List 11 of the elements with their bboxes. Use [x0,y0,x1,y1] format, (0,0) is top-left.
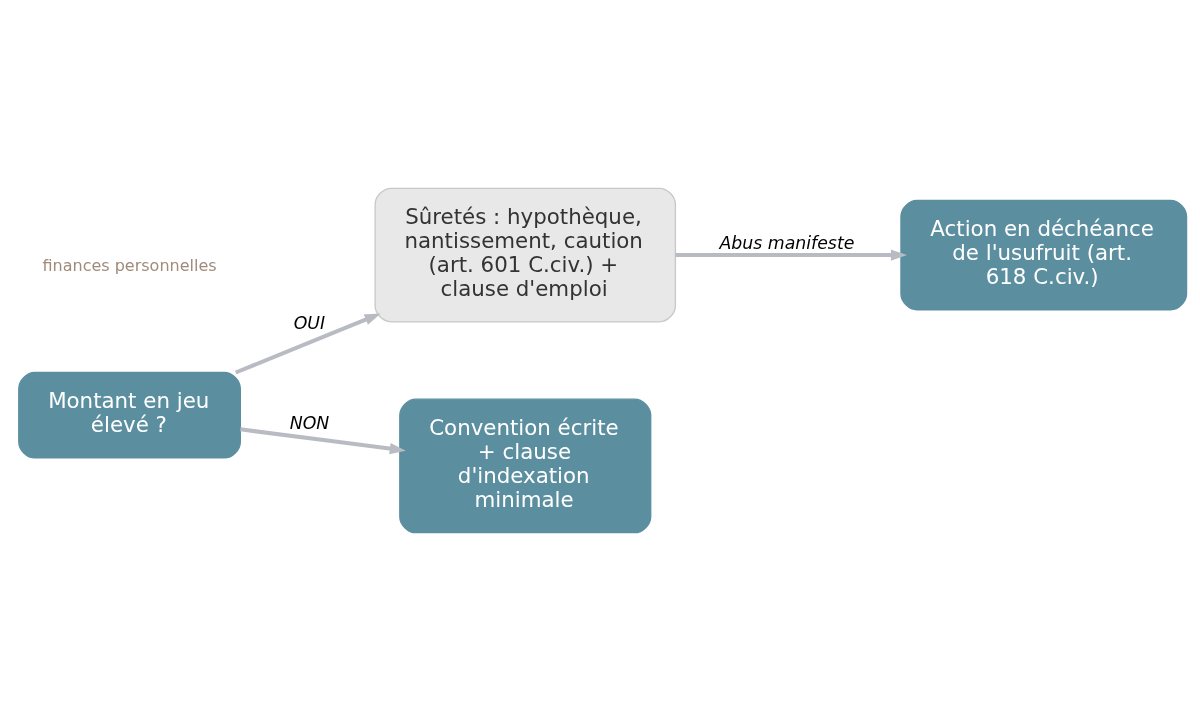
node-box: Sûretés : hypothèque, nantissement, caution (art. 601 C.civ.) + clause d'emploi [374,187,677,323]
arrow [675,249,907,261]
node-box: Convention écrite + clause d'indexation minimale [399,398,652,534]
label: finances personnelles [42,256,217,276]
node-box: Montant en jeu élevé ? [18,371,241,459]
edge-label: NON [289,413,330,434]
arrow [240,427,406,455]
edge-label: Abus manifeste [719,232,855,253]
edge-label: OUI [293,313,326,333]
node-box: Action en déchéance de l'usufruit (art. 618 C.civ.) [900,199,1188,311]
arrow [234,313,381,375]
